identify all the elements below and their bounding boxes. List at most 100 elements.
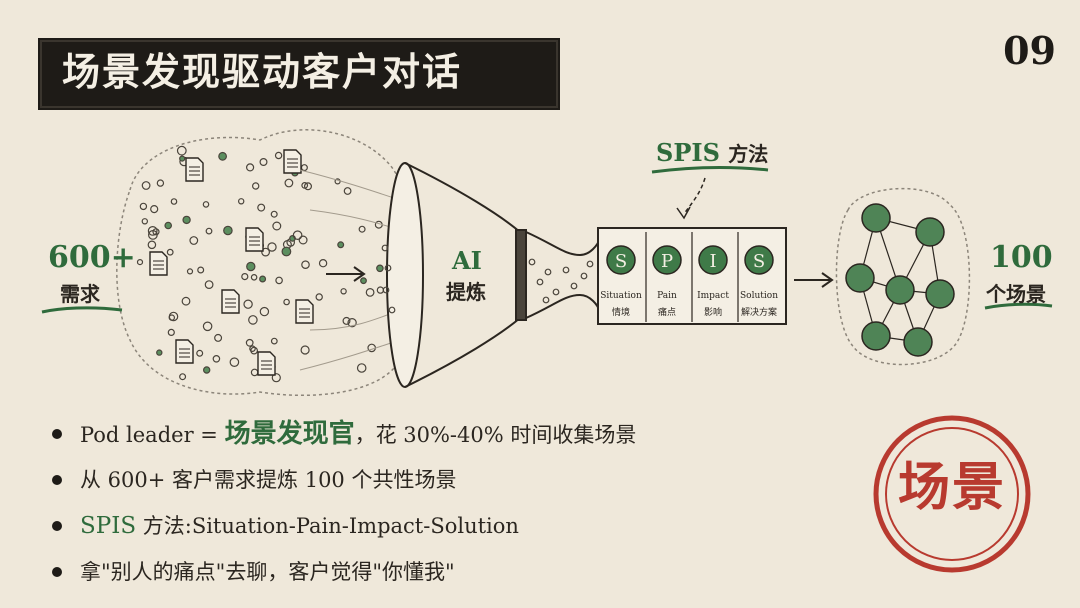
requirement-dot	[318, 259, 328, 268]
requirement-dot	[272, 221, 282, 231]
requirement-dot	[376, 286, 385, 294]
requirement-dot	[337, 241, 345, 249]
requirement-dot	[202, 201, 210, 208]
requirement-dot	[343, 187, 352, 195]
requirement-dot	[182, 215, 191, 225]
requirement-dot	[250, 368, 259, 377]
requirement-dot	[168, 311, 179, 322]
flow-dot	[544, 268, 552, 276]
flow-dot	[562, 266, 570, 274]
requirement-dot	[270, 337, 278, 345]
requirement-dot	[156, 349, 163, 356]
document-icon	[283, 149, 302, 174]
requirement-dot	[147, 229, 158, 240]
requirement-dot	[300, 345, 310, 355]
flow-dot	[542, 296, 550, 304]
requirement-dot	[259, 275, 267, 283]
requirement-dot	[147, 240, 157, 250]
document-icon	[221, 289, 240, 314]
scenario-node	[861, 321, 891, 351]
stamp-icon	[873, 415, 1031, 573]
spis-zh: 情境	[612, 306, 630, 318]
document-icon	[185, 157, 204, 182]
flow-dot	[586, 260, 594, 268]
requirement-dot	[245, 338, 254, 347]
requirement-dot	[147, 225, 158, 236]
spis-badge	[606, 245, 636, 275]
requirement-dot	[229, 357, 240, 367]
bullet-icon	[52, 567, 62, 577]
requirement-dot	[342, 316, 351, 325]
requirement-dot	[261, 247, 271, 257]
scenario-cloud	[835, 187, 971, 366]
requirement-dot	[186, 268, 194, 275]
spis-badge	[652, 245, 682, 275]
bullet-list: Pod leader = 场景发现官，花 30%-40% 时间收集场景 从 60…	[48, 412, 636, 596]
list-item: 拿"别人的痛点"去聊，客户觉得"你懂我"	[48, 550, 636, 596]
requirement-dot	[270, 210, 278, 218]
requirement-dot	[156, 179, 165, 187]
output-count: 100	[990, 240, 1053, 275]
spis-letter: P	[661, 251, 673, 272]
requirement-dot	[189, 236, 199, 245]
requirement-dot	[347, 318, 357, 328]
requirement-dot	[246, 163, 255, 172]
spis-underline	[651, 166, 769, 174]
spis-badge	[698, 245, 728, 275]
flow-dot	[382, 286, 390, 294]
flow-dot	[381, 244, 389, 252]
spis-en: Pain	[657, 291, 677, 301]
flow-dot	[384, 264, 392, 272]
requirement-dot	[274, 151, 283, 160]
document-icon	[257, 351, 276, 376]
requirement-dot	[170, 198, 178, 205]
requirement-dot	[315, 293, 323, 301]
requirement-dot	[281, 246, 292, 257]
requirement-dot	[250, 273, 258, 281]
requirement-dot	[179, 155, 186, 162]
scenario-network-icon	[845, 203, 955, 357]
requirement-dot	[365, 288, 375, 297]
requirement-dot	[141, 218, 148, 225]
spis-zh: 解决方案	[741, 306, 777, 318]
spis-pointer	[683, 177, 706, 215]
requirement-dot	[304, 182, 313, 191]
output-underline	[984, 302, 1053, 310]
requirement-dot	[376, 264, 384, 273]
spis-box: P Pain 痛点	[645, 232, 682, 322]
requirement-dot	[300, 164, 308, 172]
spis-letter: I	[709, 251, 716, 272]
flow-dot	[388, 306, 396, 314]
requirement-dot	[259, 306, 270, 317]
document-icon	[149, 251, 168, 276]
scenario-node	[885, 275, 915, 305]
funnel-icon	[386, 162, 601, 388]
input-label: 需求	[60, 282, 100, 306]
requirement-dot	[141, 181, 151, 190]
spis-zh: 影响	[704, 306, 722, 318]
spis-en: Situation	[600, 291, 642, 301]
scenario-node	[861, 203, 891, 233]
requirement-dot	[246, 261, 256, 272]
page-number: 09	[1003, 28, 1056, 73]
flow-dot	[528, 258, 536, 266]
spis-zh: 痛点	[658, 306, 676, 318]
requirement-dot	[292, 230, 303, 240]
spis-badge	[744, 245, 774, 275]
requirement-dot	[243, 299, 253, 309]
requirement-dot	[164, 221, 173, 230]
requirement-dot	[251, 182, 260, 190]
flow-dot	[536, 278, 544, 286]
requirement-dot	[202, 321, 213, 332]
requirement-dot	[204, 280, 214, 290]
list-item: Pod leader = 场景发现官，花 30%-40% 时间收集场景	[48, 412, 636, 458]
funnel-label-refine: 提炼	[446, 280, 486, 304]
requirement-dot	[139, 202, 148, 211]
list-item: 从 600+ 客户需求提炼 100 个共性场景	[48, 458, 636, 504]
requirement-dot	[196, 349, 204, 357]
requirement-dot	[267, 242, 277, 252]
requirement-dot	[257, 203, 266, 212]
